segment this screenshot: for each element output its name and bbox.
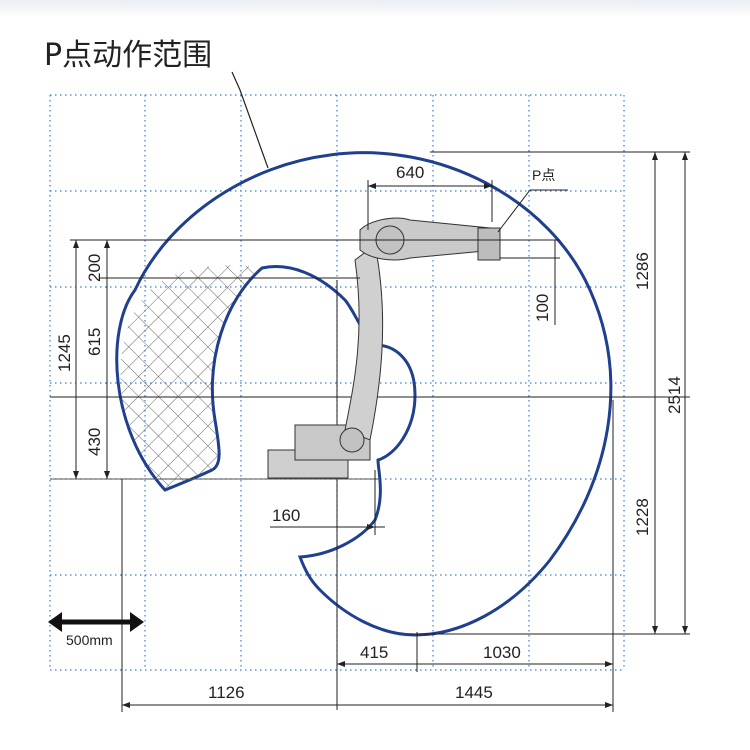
scale-label: 500mm (66, 632, 113, 648)
dim-100: 100 (533, 294, 552, 322)
dim-615: 615 (85, 328, 104, 356)
dimension-lines (70, 151, 690, 712)
dim-1286: 1286 (633, 252, 652, 290)
dim-160: 160 (272, 506, 300, 525)
dim-430: 430 (85, 428, 104, 456)
dim-200: 200 (85, 254, 104, 282)
hatched-zone (120, 265, 262, 490)
dim-1228: 1228 (633, 498, 652, 536)
dim-2514: 2514 (665, 376, 684, 414)
p-point-label: P点 (532, 167, 555, 183)
scale-bar (48, 612, 144, 632)
dim-1245: 1245 (55, 334, 74, 372)
header-band (0, 0, 750, 18)
p-point-envelope (115, 151, 613, 637)
robot-arm (267, 217, 501, 479)
dim-640: 640 (396, 163, 424, 182)
dim-1445: 1445 (455, 683, 493, 702)
p-point-marker (497, 189, 568, 233)
dim-1030: 1030 (483, 643, 521, 662)
dim-1126: 1126 (208, 683, 245, 702)
dim-415: 415 (360, 643, 388, 662)
dimension-arrows (73, 152, 688, 708)
title-leader-line (231, 71, 269, 169)
page-title: P点动作范围 (44, 38, 213, 73)
